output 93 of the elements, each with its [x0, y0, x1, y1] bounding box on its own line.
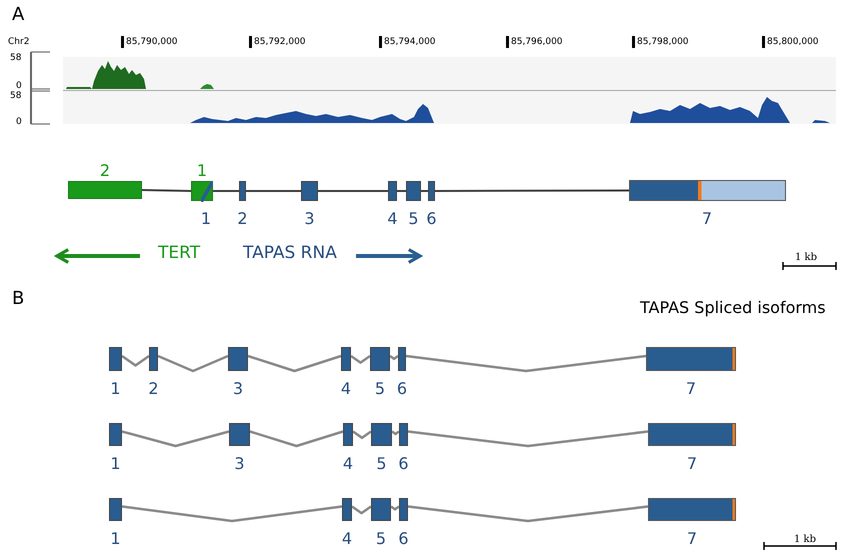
exon-box	[149, 347, 158, 371]
intron-line	[158, 354, 228, 372]
intron-line	[408, 505, 648, 522]
exon-box	[371, 423, 392, 446]
exon-box	[191, 181, 213, 201]
intron-line	[352, 430, 372, 440]
exon-number: 5	[407, 211, 420, 227]
exon-box	[648, 423, 736, 446]
exon-box	[201, 182, 213, 202]
intron-line	[397, 190, 406, 192]
intron-line	[350, 354, 371, 364]
exon-box	[648, 498, 736, 521]
exon-box	[428, 181, 435, 201]
exon-box	[239, 181, 246, 201]
exon-box	[370, 347, 390, 371]
panel-letter: B	[12, 290, 24, 308]
coordinate-label: 85,800,000	[767, 38, 819, 47]
exon-box	[109, 423, 122, 446]
exon-number: 4	[386, 211, 399, 227]
exon-number: 5	[374, 381, 386, 397]
intron-line	[351, 505, 372, 514]
intron-line	[421, 190, 428, 192]
exon-number: 7	[686, 456, 698, 472]
exon-number: 1	[109, 531, 122, 547]
exon-number: 6	[397, 531, 410, 547]
axis-label: 58	[10, 92, 22, 101]
intron-line	[250, 430, 344, 448]
intron-line	[248, 354, 342, 372]
exon-number: 6	[425, 211, 438, 227]
exon-number: 6	[396, 381, 408, 397]
exon-box	[301, 181, 318, 201]
exon-box	[229, 423, 250, 446]
axis-label: 58	[10, 54, 22, 63]
gene-label: TERT	[158, 245, 200, 262]
coordinate-label: 85,794,000	[384, 38, 436, 47]
exon-number: 2	[147, 381, 160, 397]
section-title: TAPAS Spliced isoforms	[640, 300, 826, 316]
intron-line	[213, 190, 239, 192]
exon-box	[388, 181, 397, 201]
intron-line	[389, 354, 399, 360]
exon-number: 1	[196, 163, 208, 179]
exon-number: 7	[684, 381, 698, 397]
intron-line	[121, 354, 150, 367]
exon-number: 6	[397, 456, 410, 472]
intron-line	[318, 190, 388, 192]
exon-number: 2	[98, 163, 112, 179]
exon-box	[646, 347, 736, 371]
exon-number: 1	[200, 211, 212, 227]
intron-line	[391, 430, 400, 436]
exon-box	[342, 498, 352, 521]
intron-line	[122, 505, 342, 522]
coordinate-label: 85,792,000	[254, 38, 306, 47]
exon-number: 1	[109, 456, 122, 472]
exon-box	[406, 181, 421, 201]
exon-number: 7	[686, 531, 698, 547]
intron-line	[142, 189, 192, 192]
intron-line	[122, 430, 230, 448]
coordinate-label: 85,796,000	[511, 38, 563, 47]
exon-number: 1	[109, 381, 122, 397]
exon-number: 7	[700, 211, 714, 227]
axis-label: 0	[16, 82, 22, 91]
exon-number: 4	[340, 381, 352, 397]
exon-number: 3	[232, 381, 244, 397]
intron-line	[390, 505, 400, 511]
exon-box	[629, 180, 786, 201]
intron-line	[408, 430, 648, 448]
exon-box	[371, 498, 391, 521]
panel-letter: A	[12, 6, 24, 24]
exon-box	[228, 347, 248, 371]
intron-line	[246, 190, 301, 192]
exon-number: 2	[236, 211, 249, 227]
exon-number: 3	[303, 211, 316, 227]
exon-box	[343, 423, 353, 446]
axis-label: 0	[16, 118, 22, 127]
exon-box	[398, 347, 406, 371]
scale-label: 1 kb	[794, 535, 816, 545]
exon-number: 5	[374, 531, 388, 547]
exon-number: 5	[375, 456, 388, 472]
scale-label: 1 kb	[795, 253, 818, 263]
exon-number: 3	[233, 456, 246, 472]
exon-number: 4	[342, 456, 354, 472]
exon-box	[341, 347, 351, 371]
intron-line	[435, 190, 629, 192]
chromosome-label: Chr2	[8, 38, 30, 47]
gene-label: TAPAS RNA	[243, 245, 337, 262]
exon-number: 4	[340, 531, 354, 547]
exon-box	[109, 347, 122, 371]
exon-box	[109, 498, 122, 521]
coordinate-label: 85,798,000	[637, 38, 689, 47]
exon-box	[399, 498, 408, 521]
exon-box	[399, 423, 408, 446]
coordinate-label: 85,790,000	[126, 38, 178, 47]
exon-box	[68, 181, 142, 199]
